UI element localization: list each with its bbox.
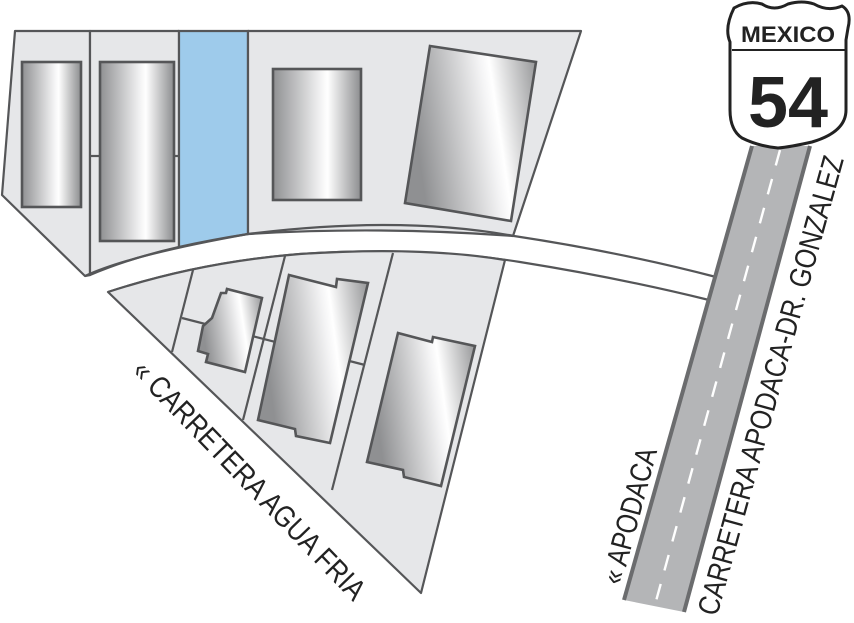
building — [365, 331, 477, 488]
highway-surface — [624, 146, 810, 612]
shield-icon — [726, 0, 851, 150]
highlighted-lot[interactable] — [177, 29, 250, 249]
lot-divider — [330, 252, 395, 491]
route-shield: MEXICO 54 — [726, 0, 851, 150]
building — [98, 60, 176, 243]
highway-edge-east — [682, 145, 812, 613]
highway-54 — [622, 145, 812, 613]
shield-route-number: 54 — [748, 63, 828, 143]
building — [256, 273, 370, 445]
lane-divider — [651, 149, 782, 613]
access-road-edge-north — [84, 223, 717, 279]
lower-block — [106, 250, 507, 595]
shield-country: MEXICO — [741, 22, 835, 47]
lot-divider — [170, 269, 195, 353]
highway-edge-west — [622, 145, 754, 601]
building — [271, 67, 363, 202]
building — [403, 44, 538, 223]
building — [196, 287, 264, 374]
building — [20, 60, 83, 209]
upper-block — [0, 29, 583, 278]
